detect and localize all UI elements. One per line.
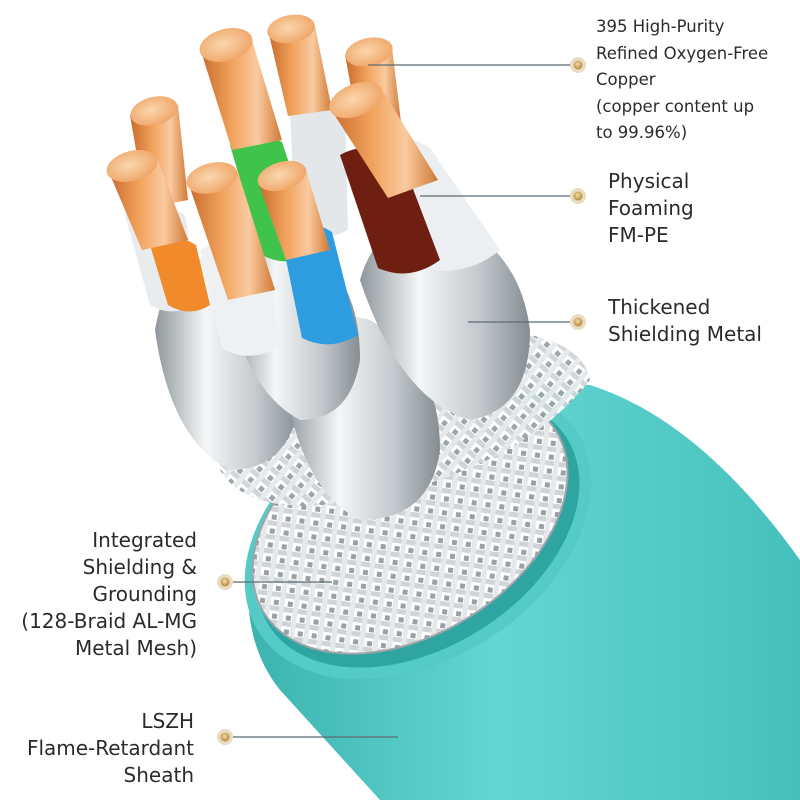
callout-braid: Integrated Shielding & Grounding (128-Br…	[21, 527, 197, 662]
copper-conductor	[329, 81, 438, 198]
callout-copper-line: 395 High-Purity	[596, 17, 725, 36]
callout-copper-line: Copper	[596, 70, 656, 89]
callout-braid-line: Metal Mesh)	[74, 636, 197, 660]
callout-sheath-line: Sheath	[123, 763, 194, 787]
copper-conductor	[106, 150, 188, 250]
callout-shielding-line: Thickened	[608, 295, 711, 319]
leader-lines	[225, 64, 578, 738]
callout-shielding: Thickened Shielding Metal	[608, 294, 762, 348]
gold-dot-marker-icon	[573, 191, 583, 201]
gold-dot-marker-icon	[220, 732, 230, 742]
gold-dot-marker-icon	[220, 577, 230, 587]
callout-copper-line: Refined Oxygen-Free	[596, 43, 769, 63]
copper-conductor	[267, 14, 332, 116]
copper-conductor	[257, 160, 330, 260]
markers	[217, 57, 586, 745]
callout-copper-line: (copper content up	[596, 96, 755, 116]
callout-shielding-line: Shielding Metal	[608, 322, 762, 346]
callout-foaming-line: Physical	[608, 169, 690, 193]
callout-sheath-line: LSZH	[141, 709, 194, 733]
callout-foaming-line: Foaming	[608, 196, 694, 220]
gold-dot-marker-icon	[573, 317, 583, 327]
copper-conductor	[186, 162, 275, 300]
callout-foaming: Physical Foaming FM-PE	[608, 168, 694, 249]
callout-copper: 395 High-Purity Refined Oxygen-Free Copp…	[596, 14, 768, 147]
copper-conductor	[199, 28, 282, 150]
callout-braid-line: Integrated	[92, 528, 197, 552]
gold-dot-marker-icon	[573, 60, 583, 70]
callout-braid-line: (128-Braid AL-MG	[21, 609, 197, 633]
callout-foaming-line: FM-PE	[608, 223, 669, 247]
callout-sheath: LSZH Flame-Retardant Sheath	[27, 708, 194, 789]
copper-conductors	[106, 14, 438, 300]
callout-braid-line: Grounding	[92, 582, 198, 606]
callout-braid-line: Shielding &	[82, 555, 197, 579]
callout-sheath-line: Flame-Retardant	[26, 736, 194, 760]
callout-copper-line: to 99.96%)	[596, 123, 688, 142]
